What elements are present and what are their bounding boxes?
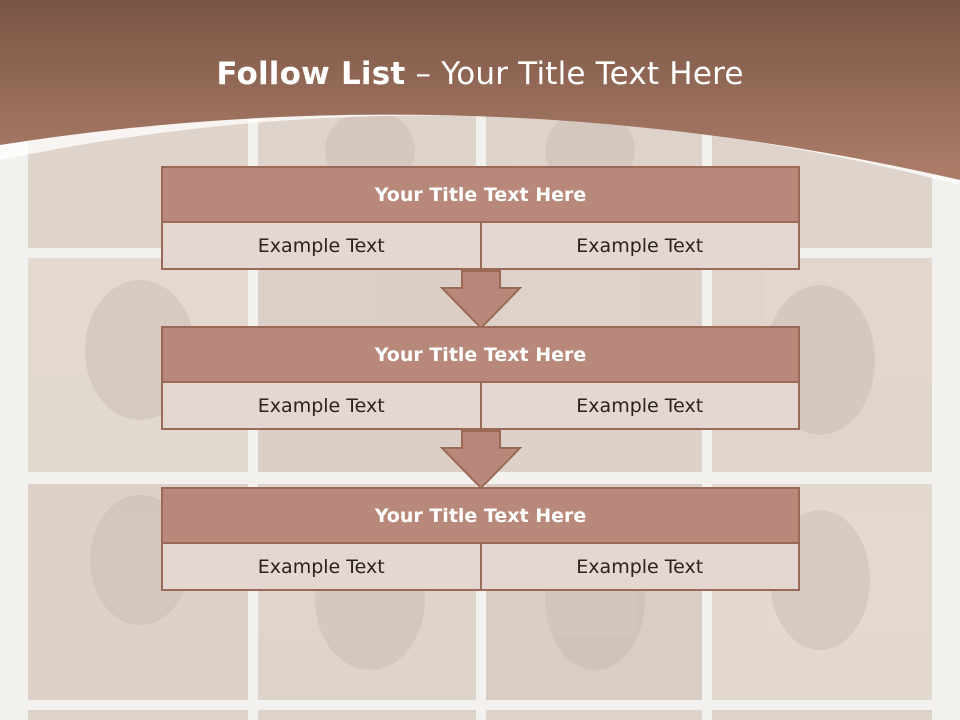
title-rest: – Your Title Text Here: [415, 56, 744, 92]
block-cell-left: Example Text: [163, 544, 480, 589]
slide-title: Follow List – Your Title Text Here: [0, 56, 960, 92]
block-title: Your Title Text Here: [163, 489, 798, 544]
list-block-1: Your Title Text Here Example Text Exampl…: [161, 166, 800, 270]
down-arrow-icon: [440, 270, 522, 330]
block-cell-left: Example Text: [163, 223, 480, 268]
block-cell-right: Example Text: [479, 544, 798, 589]
block-cell-left: Example Text: [163, 383, 480, 428]
list-block-3: Your Title Text Here Example Text Exampl…: [161, 487, 800, 591]
down-arrow-icon: [440, 430, 522, 490]
block-row: Example Text Example Text: [163, 544, 798, 589]
title-bold: Follow List: [216, 56, 406, 92]
block-row: Example Text Example Text: [163, 383, 798, 428]
block-cell-right: Example Text: [479, 223, 798, 268]
block-title: Your Title Text Here: [163, 328, 798, 383]
list-block-2: Your Title Text Here Example Text Exampl…: [161, 326, 800, 430]
block-row: Example Text Example Text: [163, 223, 798, 268]
header-band: [0, 0, 960, 180]
block-cell-right: Example Text: [479, 383, 798, 428]
block-title: Your Title Text Here: [163, 168, 798, 223]
